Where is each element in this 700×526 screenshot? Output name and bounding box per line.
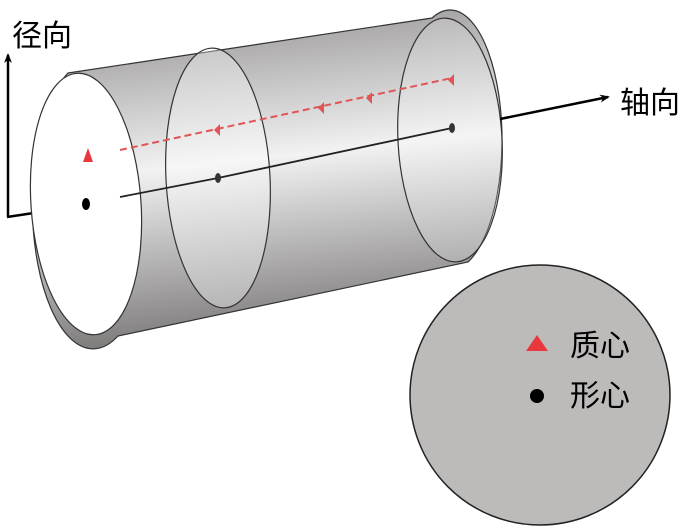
centroid-marker-middle (214, 124, 220, 136)
centroid-marker-right (448, 74, 454, 86)
axial-axis-label: 轴向 (620, 86, 680, 121)
geometric-center-legend-label: 形心 (570, 379, 630, 414)
centroid-axis (119, 77, 453, 151)
geometric-center-dot-right (449, 123, 455, 133)
centroid-marker-3 (366, 92, 372, 104)
geometric-center-dot-middle (215, 173, 221, 183)
geometric-center-axis (119, 177, 219, 198)
radial-axis-label: 径向 (12, 19, 72, 54)
geometric-center-axis-2 (217, 127, 453, 179)
centroid-marker-left (83, 148, 93, 162)
geometric-center-dot (82, 198, 90, 210)
centroid-marker-2 (318, 102, 324, 114)
centroid-legend-icon (526, 335, 548, 351)
geometric-center-legend-icon (530, 389, 544, 403)
axial-axis-arrow (499, 94, 610, 121)
centroid-legend-label: 质心 (570, 329, 630, 364)
right-end-ellipse (397, 17, 503, 263)
